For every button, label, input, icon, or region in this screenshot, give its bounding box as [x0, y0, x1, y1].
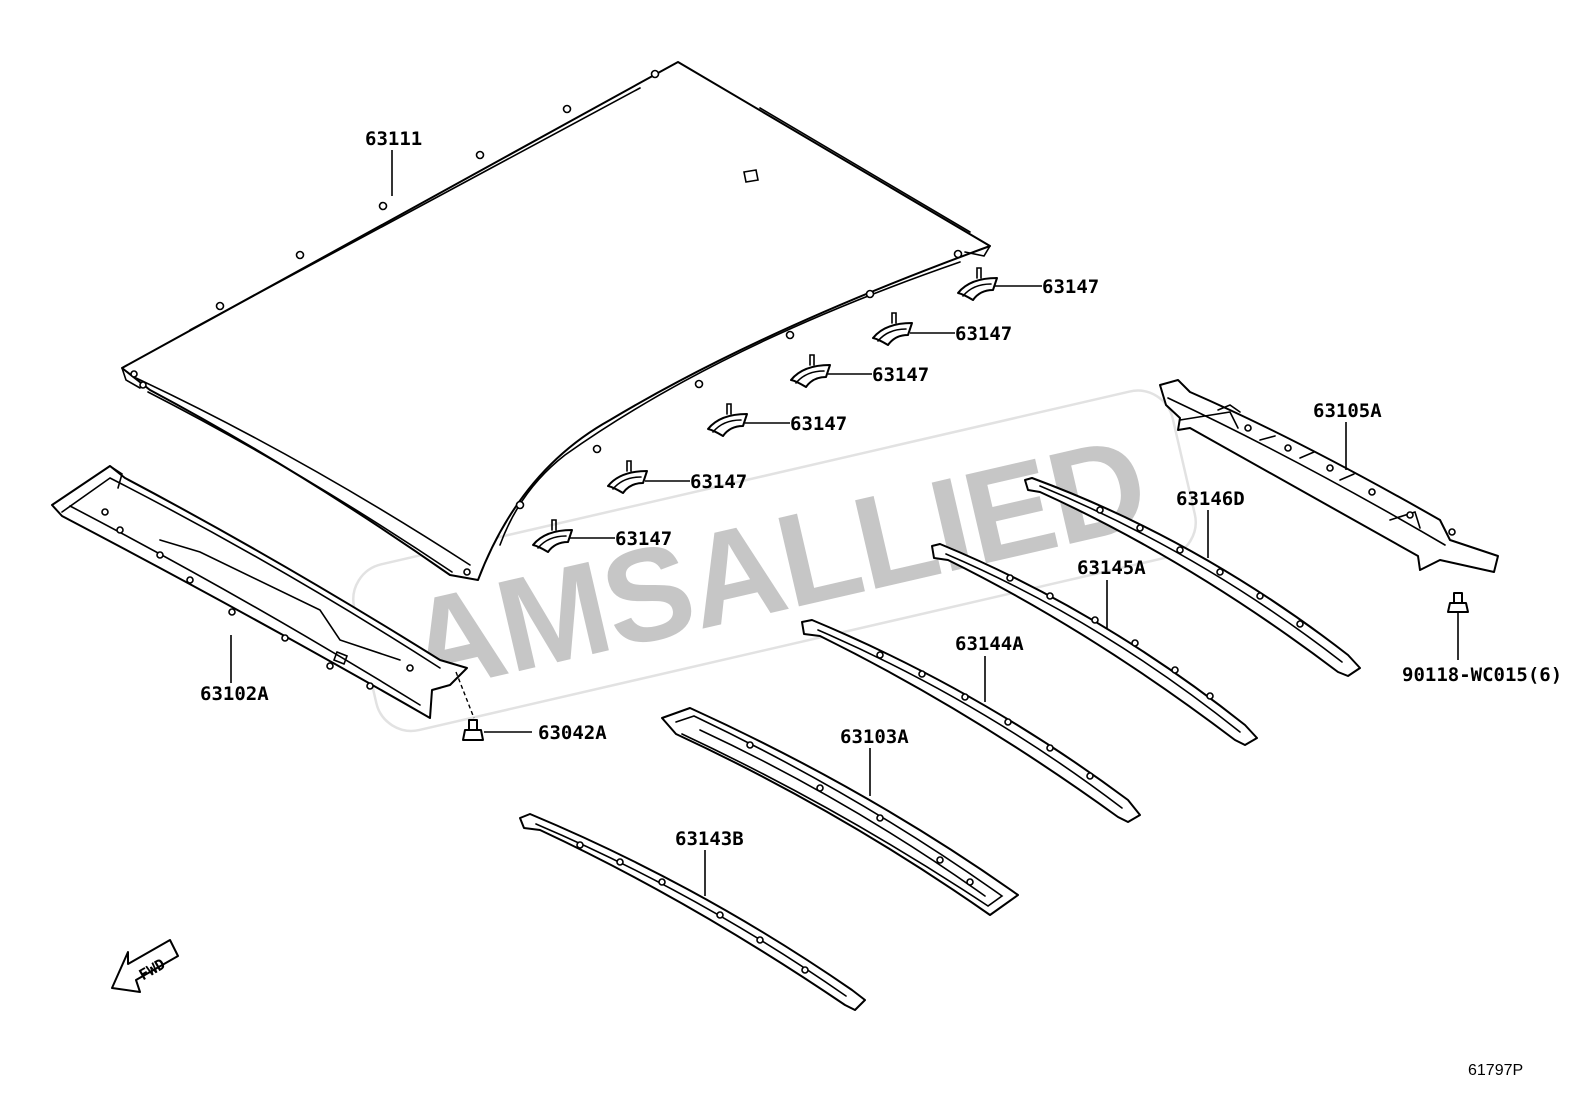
rear-bolt[interactable] — [1447, 592, 1469, 613]
rear-header-panel[interactable] — [1159, 379, 1499, 573]
callout-front-bolt[interactable]: 63042A — [538, 722, 607, 744]
callout-bow-1[interactable]: 63147 — [1042, 276, 1099, 298]
roof-bow-4[interactable] — [707, 403, 748, 437]
roof-panel[interactable] — [121, 61, 991, 581]
callout-roof-panel[interactable]: 63111 — [365, 128, 422, 150]
callout-front-header[interactable]: 63102A — [200, 683, 269, 705]
diagram-ref: 61797P — [1468, 1062, 1523, 1079]
callout-reinf-a3[interactable]: 63103A — [840, 726, 909, 748]
roof-bow-3[interactable] — [790, 354, 831, 388]
callout-bow-6[interactable]: 63147 — [615, 528, 672, 550]
roof-reinforcement-63146d[interactable] — [1024, 477, 1361, 677]
fwd-arrow-icon: FWD — [111, 939, 179, 993]
callout-bow-5[interactable]: 63147 — [690, 471, 747, 493]
roof-bow-6[interactable] — [532, 519, 573, 553]
roof-bow-2[interactable] — [872, 312, 913, 346]
front-bolt-axis — [455, 671, 475, 719]
roof-reinforcement-63143b[interactable] — [519, 813, 866, 1011]
callout-bow-2[interactable]: 63147 — [955, 323, 1012, 345]
front-header-panel[interactable] — [51, 465, 468, 719]
roof-bow-5[interactable] — [607, 460, 648, 494]
callout-bow-3[interactable]: 63147 — [872, 364, 929, 386]
front-bolt[interactable] — [462, 719, 484, 741]
callout-rear-bolt[interactable]: 90118-WC015(6) — [1402, 664, 1562, 686]
callout-bow-4[interactable]: 63147 — [790, 413, 847, 435]
callout-reinf-b3[interactable]: 63143B — [675, 828, 744, 850]
callout-reinf-a4[interactable]: 63144A — [955, 633, 1024, 655]
roof-reinforcement-63103a[interactable] — [661, 707, 1019, 916]
callout-rear-header[interactable]: 63105A — [1313, 400, 1382, 422]
roof-bow-1[interactable] — [957, 267, 998, 301]
callout-reinf-a5[interactable]: 63145A — [1077, 557, 1146, 579]
callout-reinf-d[interactable]: 63146D — [1176, 488, 1245, 510]
roof-reinforcement-63144a[interactable] — [801, 619, 1141, 823]
roof-reinforcement-63145a[interactable] — [931, 543, 1258, 746]
